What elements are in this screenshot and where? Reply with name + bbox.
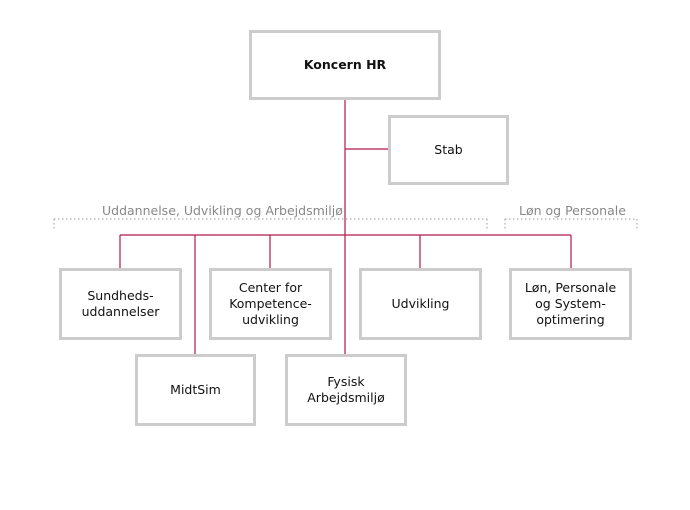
node-koncern-hr: Koncern HR (249, 30, 441, 100)
node-udvikling: Udvikling (359, 268, 482, 340)
node-midtsim: MidtSim (135, 354, 256, 426)
node-sundhedsuddannelser: Sundheds- uddannelser (59, 268, 182, 340)
node-fysisk-arbejdsmiljoe: Fysisk Arbejdsmiljø (285, 354, 407, 426)
group-label-uddannelse: Uddannelse, Udvikling og Arbejdsmiljø (102, 203, 343, 218)
group-label-loen: Løn og Personale (519, 203, 626, 218)
node-loen-personale-systemoptimering: Løn, Personale og System- optimering (509, 268, 632, 340)
node-center-for-kompetenceudvikling: Center for Kompetence- udvikling (209, 268, 332, 340)
node-stab: Stab (388, 115, 509, 185)
